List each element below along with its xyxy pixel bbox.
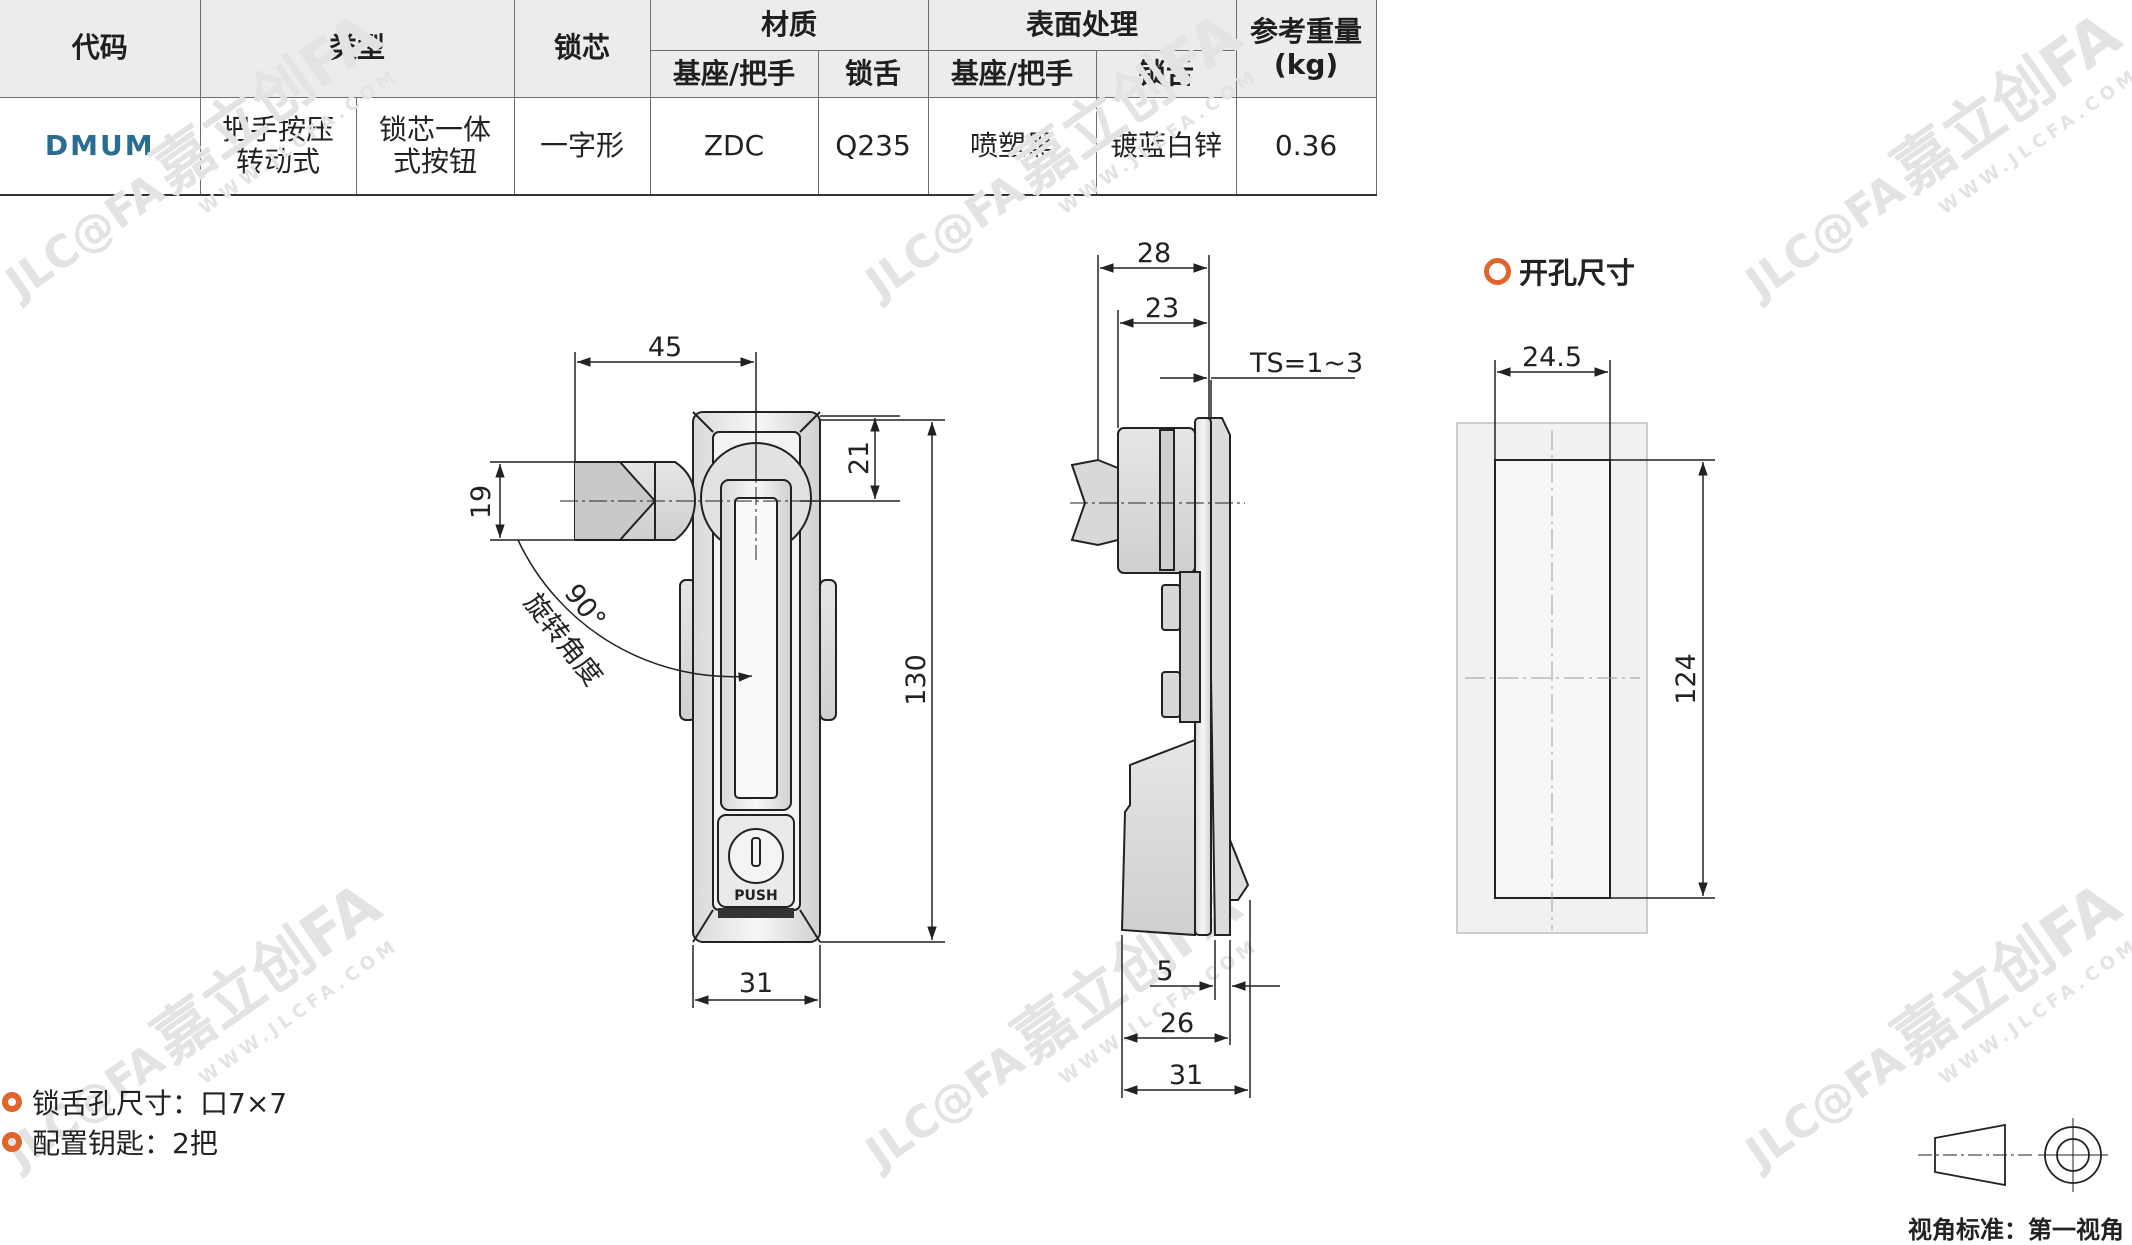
note-tongue-hole: 锁舌孔尺寸：口7×7 <box>2 1082 287 1122</box>
header-weight-unit: (kg) <box>1273 47 1339 81</box>
spec-table: 代码 类型 锁芯 材质 表面处理 参考重量 (kg) 基座/把手 锁舌 基座/把… <box>0 0 1377 196</box>
bullet-icon <box>2 1132 22 1152</box>
note-tongue-hole-text: 锁舌孔尺寸：口7×7 <box>32 1087 288 1120</box>
watermark: JLC@FA 嘉立创FA WWW.JLCFA.COM <box>855 0 1264 311</box>
projection-symbol <box>1918 1118 2108 1192</box>
dim-21: 21 <box>844 441 875 475</box>
header-material-tongue: 锁舌 <box>817 50 929 98</box>
cell-type-b: 锁芯一体 式按钮 <box>355 97 515 196</box>
note-keys: 配置钥匙：2把 <box>2 1122 218 1162</box>
cell-type-a: 把手按压 转动式 <box>199 97 357 196</box>
cell-type-b-line1: 锁芯一体 <box>379 112 492 146</box>
dim-23: 23 <box>1145 293 1179 324</box>
bullet-icon <box>2 1092 22 1112</box>
dim-26: 26 <box>1160 1008 1194 1039</box>
side-dimension-labels: 28 23 TS=1~3 5 26 31 <box>1137 238 1363 1091</box>
push-label: PUSH <box>734 888 777 904</box>
dim-31-side: 31 <box>1169 1060 1203 1091</box>
dim-31-front: 31 <box>739 968 773 999</box>
watermark-group: JLC@FA 嘉立创FA WWW.JLCFA.COM JLC@FA 嘉立创FA … <box>0 0 2132 1181</box>
cell-surface-base: 喷塑黑 <box>927 97 1097 196</box>
dim-130: 130 <box>901 654 932 706</box>
header-material-base: 基座/把手 <box>650 50 819 98</box>
watermark-logo: JLC@FA <box>0 164 174 311</box>
watermark-logo: JLC@FA <box>1735 1034 1914 1181</box>
cutout-view: 24.5 124 <box>1456 342 1715 934</box>
header-material: 材质 <box>649 0 929 51</box>
cell-material-tongue: Q235 <box>817 97 929 196</box>
note-keys-text: 配置钥匙：2把 <box>32 1127 218 1160</box>
table-row: DMUM 把手按压 转动式 锁芯一体 式按钮 一字形 ZDC Q235 喷塑黑 … <box>0 97 1377 196</box>
view-standard: 视角标准：第一视角 <box>1908 1216 2124 1244</box>
cell-type-a-line2: 转动式 <box>235 145 320 178</box>
watermark-logo: JLC@FA <box>855 164 1034 311</box>
header-type: 类型 <box>199 0 515 98</box>
header-weight: 参考重量 (kg) <box>1235 0 1377 98</box>
header-weight-label: 参考重量 <box>1250 15 1363 49</box>
cell-surface-tongue: 镀蓝白锌 <box>1095 97 1237 196</box>
bullet-icon <box>1484 257 1511 285</box>
header-surface-base: 基座/把手 <box>927 50 1097 98</box>
watermark-logo: JLC@FA <box>855 1034 1034 1181</box>
dim-19: 19 <box>466 485 497 519</box>
header-surface-tongue: 锁舌 <box>1095 50 1237 98</box>
front-view: PUSH <box>560 400 860 943</box>
cell-material-base: ZDC <box>649 97 819 196</box>
header-code: 代码 <box>0 0 201 98</box>
watermark-logo: JLC@FA <box>1735 164 1914 311</box>
cell-weight: 0.36 <box>1235 97 1377 196</box>
dim-28: 28 <box>1137 238 1171 269</box>
hole-size-title-text: 开孔尺寸 <box>1519 256 1636 290</box>
dim-5: 5 <box>1156 956 1173 987</box>
dim-24-5: 24.5 <box>1522 342 1582 373</box>
watermark: JLC@FA 嘉立创FA WWW.JLCFA.COM <box>1735 0 2132 311</box>
cell-code: DMUM <box>0 97 201 196</box>
cell-type-b-line2: 式按钮 <box>393 145 478 178</box>
front-dimensions <box>490 352 945 1008</box>
side-view <box>1070 417 1250 937</box>
dim-ts: TS=1~3 <box>1249 348 1363 379</box>
dim-124: 124 <box>1671 653 1702 705</box>
header-surface: 表面处理 <box>927 0 1237 51</box>
hole-size-title: 开孔尺寸 <box>1484 250 1635 292</box>
watermark: JLC@FA 嘉立创FA WWW.JLCFA.COM <box>0 0 403 311</box>
side-dimensions <box>1097 255 1355 1098</box>
cell-lock-core: 一字形 <box>513 97 651 196</box>
dim-45: 45 <box>648 332 682 363</box>
cell-type-a-line1: 把手按压 <box>221 112 334 146</box>
